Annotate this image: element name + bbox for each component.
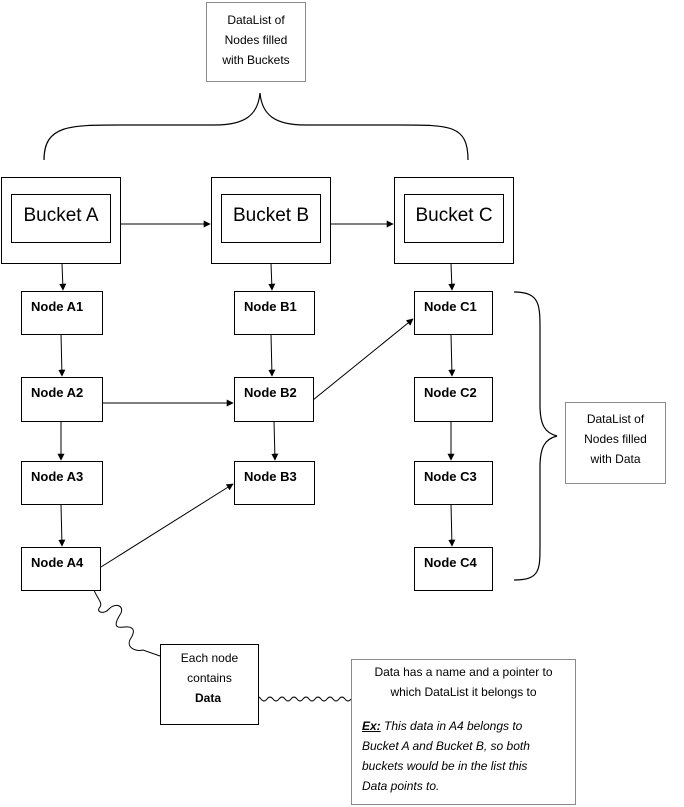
node-a4: Node A4 <box>21 547 101 591</box>
data-brace <box>513 291 558 581</box>
node-a2: Node A2 <box>21 377 103 422</box>
node-a3: Node A3 <box>21 461 103 505</box>
example-line: buckets would be in the list this <box>362 759 528 773</box>
each-node-note: Each node contains Data <box>160 644 259 725</box>
arrow-a1-to-a2 <box>58 333 66 377</box>
data-example: Ex: This data in A4 belongs to Bucket A … <box>352 702 575 796</box>
node-c1: Node C1 <box>414 291 493 335</box>
each-node-line: contains <box>187 671 232 685</box>
arrow-b2-to-b3 <box>271 420 279 461</box>
data-label-line: with Data <box>590 452 641 466</box>
arrow-bucket-a-to-a1 <box>59 262 67 291</box>
arrow-b1-to-b2 <box>268 333 276 377</box>
data-description-line: Data has a name and a pointer to <box>374 665 553 679</box>
buckets-label-line: with Buckets <box>222 53 290 67</box>
example-prefix: Ex: <box>362 719 381 733</box>
bucket-c-label: Bucket C <box>404 194 504 243</box>
example-line: Bucket A and Bucket B, so both <box>362 739 530 753</box>
example-line: This data in A4 belongs to <box>380 719 523 733</box>
bucket-b-label: Bucket B <box>221 194 321 243</box>
buckets-brace <box>43 92 469 161</box>
node-c2: Node C2 <box>414 377 493 422</box>
buckets-label-line: DataList of <box>227 13 285 27</box>
buckets-label-line: Nodes filled <box>224 33 288 47</box>
arrow-bucket-c-to-c1 <box>448 262 456 291</box>
bucket-c: Bucket C <box>394 177 514 264</box>
buckets-datalist-label: DataList of Nodes filled with Buckets <box>206 2 306 82</box>
bucket-b: Bucket B <box>211 177 331 264</box>
data-label-line: DataList of <box>586 412 645 426</box>
squiggle-connector-a4 <box>93 589 161 657</box>
node-b1: Node B1 <box>234 291 315 335</box>
arrow-bucket-b-to-b1 <box>268 262 276 291</box>
arrow-c1-to-c2 <box>448 333 456 377</box>
data-description-head: Data has a name and a pointer to which D… <box>352 660 575 702</box>
data-datalist-label: DataList of Nodes filled with Data <box>565 402 666 484</box>
bucket-a: Bucket A <box>1 177 121 264</box>
example-line: Data points to. <box>362 779 440 793</box>
data-description-line: which DataList it belongs to <box>390 685 537 699</box>
data-label-line: Nodes filled <box>584 432 647 446</box>
node-c4: Node C4 <box>414 547 493 591</box>
arrow-b2-to-c1 <box>312 318 414 401</box>
each-node-line: Each node <box>180 651 239 665</box>
node-a1: Node A1 <box>21 291 103 335</box>
arrow-a3-to-a4 <box>58 503 66 547</box>
node-b2: Node B2 <box>234 377 314 422</box>
each-node-data-word: Data <box>195 691 222 705</box>
node-b3: Node B3 <box>234 461 315 505</box>
arrow-a4-to-b3 <box>100 483 234 568</box>
arrow-c3-to-c4 <box>448 503 456 547</box>
bucket-a-label: Bucket A <box>11 194 111 243</box>
data-description-note: Data has a name and a pointer to which D… <box>351 659 576 805</box>
node-c3: Node C3 <box>414 461 493 505</box>
